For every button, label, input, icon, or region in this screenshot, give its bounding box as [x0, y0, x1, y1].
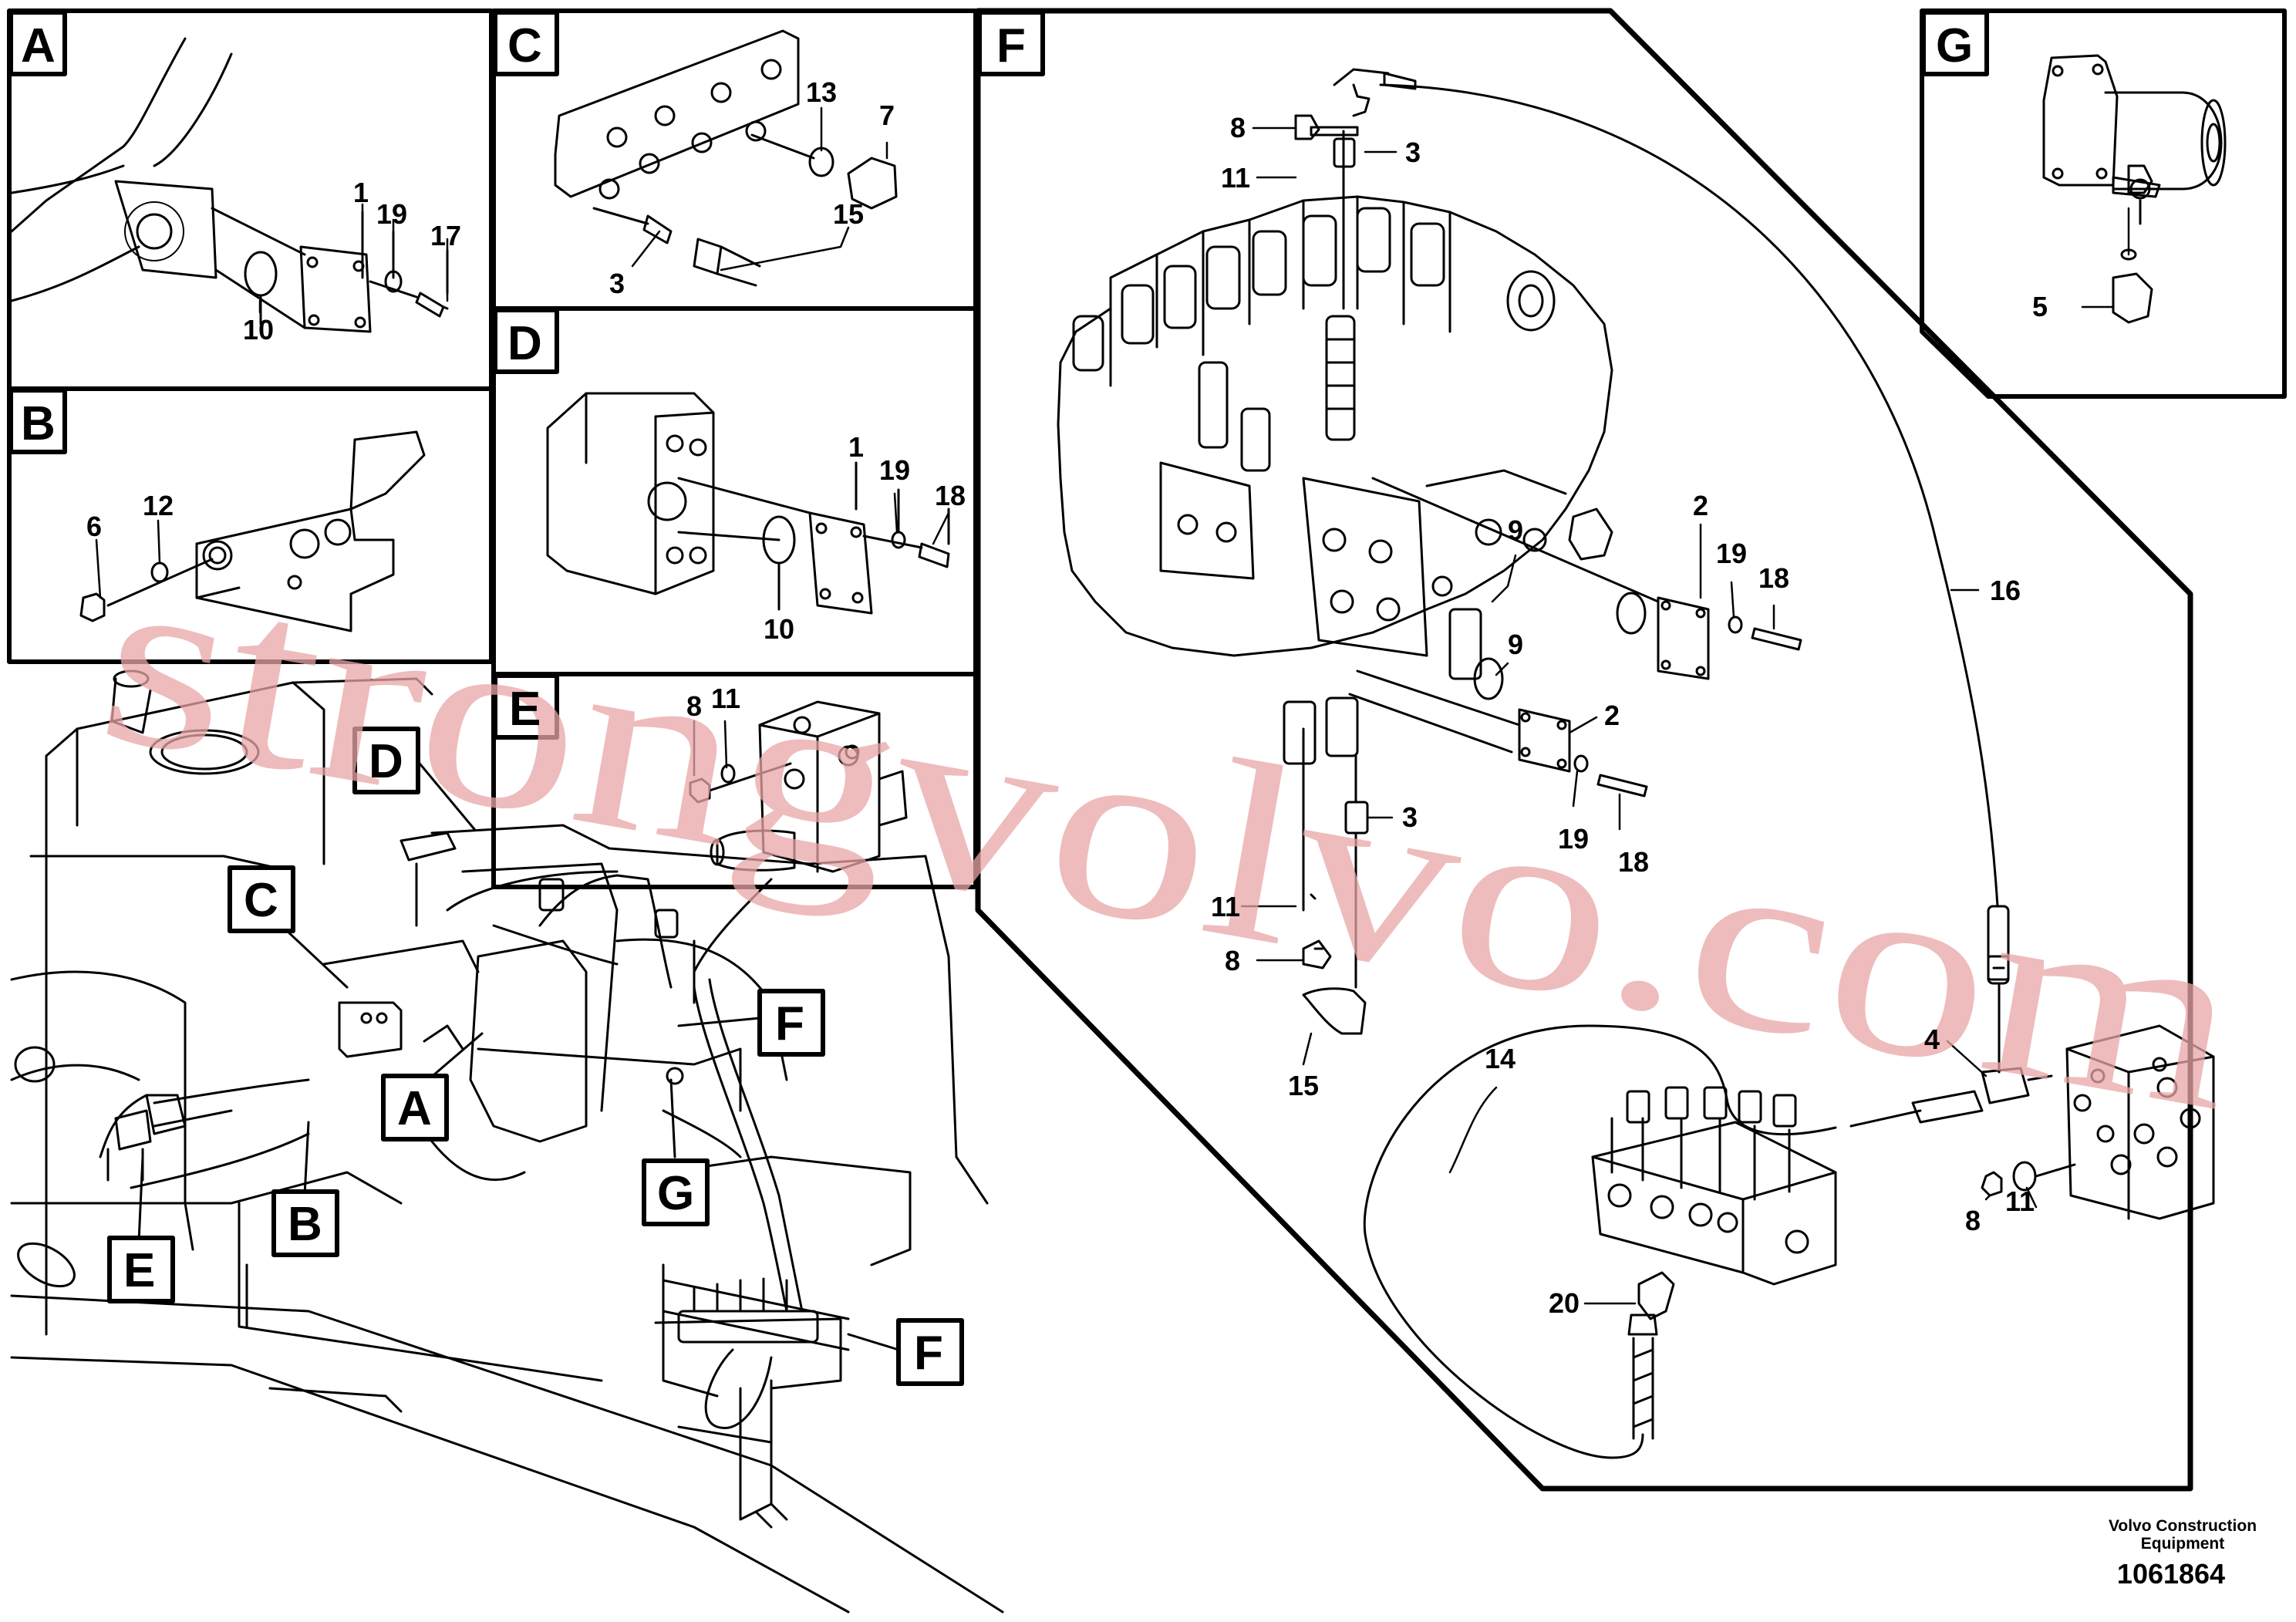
watermark-text: strongvolvo.com	[83, 512, 2259, 1165]
part-label: 1	[353, 177, 369, 208]
overview-callout-f-lower: F	[914, 1327, 943, 1380]
part-label: 19	[376, 198, 407, 230]
part-label: 8	[1965, 1205, 1981, 1236]
part-label: 9	[1508, 629, 1523, 660]
part-label: 9	[1508, 514, 1523, 546]
overview-callout-f-upper: F	[775, 997, 804, 1050]
part-label: 11	[1211, 891, 1240, 922]
panel-f-drawing	[1057, 68, 2215, 1459]
panel-a-drawing	[10, 37, 449, 333]
drawing-number: 1061864	[2117, 1558, 2225, 1590]
part-label: 2	[1604, 700, 1620, 731]
part-label: 1	[848, 431, 864, 463]
overview-callout-b: B	[288, 1198, 322, 1251]
part-label: 15	[833, 198, 864, 230]
panel-g-letter: G	[1936, 19, 1973, 73]
panel-a-letter: A	[21, 19, 56, 73]
leader-lines	[95, 106, 2130, 1305]
company-name-line1: Volvo Construction	[2109, 1517, 2257, 1535]
part-label: 4	[1924, 1023, 1940, 1055]
part-label: 10	[764, 613, 794, 645]
part-label: 18	[935, 480, 966, 511]
part-label: 8	[686, 690, 702, 722]
overview-callout-e: E	[123, 1244, 155, 1297]
part-label: 20	[1549, 1287, 1580, 1319]
part-label: 16	[1990, 575, 2021, 606]
part-label: 2	[1693, 490, 1708, 521]
part-label: 12	[143, 490, 174, 521]
panel-e-drawing	[689, 700, 908, 873]
part-label: 8	[1230, 112, 1246, 143]
part-label: 14	[1485, 1043, 1515, 1074]
overview-callout-a: A	[397, 1082, 432, 1135]
panel-f-letter: F	[996, 19, 1026, 73]
part-label: 13	[806, 76, 837, 108]
part-label: 17	[430, 220, 461, 251]
panel-g-frame	[1920, 8, 2287, 399]
panel-d-letter: D	[507, 317, 542, 370]
overview-callout-d: D	[369, 735, 403, 788]
overview-leaders	[137, 758, 900, 1351]
part-label: 10	[243, 314, 274, 346]
part-label: 3	[609, 268, 625, 299]
overview-drawing	[10, 669, 1004, 1614]
panel-c-frame	[491, 8, 978, 311]
panel-e-letter: E	[509, 683, 541, 736]
part-label: 3	[1402, 801, 1418, 833]
part-label: 11	[1221, 162, 1250, 194]
part-label: 7	[879, 99, 895, 131]
part-label: 8	[1225, 945, 1240, 976]
panel-d-drawing	[546, 392, 950, 615]
panel-g-drawing	[2042, 54, 2227, 324]
part-label: 11	[711, 683, 740, 714]
part-label: 6	[86, 511, 102, 542]
part-label: 18	[1618, 846, 1649, 878]
part-label: 19	[879, 454, 910, 486]
part-label: 11	[2005, 1185, 2035, 1217]
overview-callout-c: C	[244, 874, 278, 927]
panel-c-letter: C	[507, 19, 542, 73]
panel-c-drawing	[554, 29, 898, 287]
panel-b-drawing	[79, 430, 426, 632]
part-label: 18	[1758, 562, 1789, 594]
part-label: 19	[1558, 823, 1589, 855]
part-label: 5	[2032, 291, 2048, 322]
part-label: 3	[1405, 137, 1421, 168]
overview-callout-boxes	[107, 727, 964, 1386]
company-name-line2: Equipment	[2141, 1535, 2225, 1553]
panel-b-letter: B	[21, 397, 56, 450]
panel-f-frame	[975, 8, 2193, 1492]
part-label: 19	[1716, 538, 1747, 569]
overview-callout-g: G	[657, 1167, 694, 1220]
part-label: 15	[1288, 1070, 1319, 1101]
